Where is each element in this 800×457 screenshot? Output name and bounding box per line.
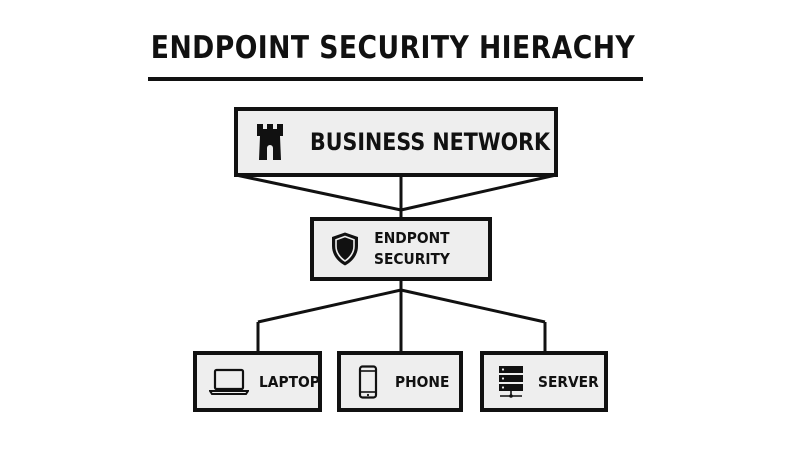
server-icon: [496, 365, 526, 399]
laptop-icon: [209, 368, 249, 396]
shield-icon: [330, 231, 360, 267]
node-endpoint-security-label-line1: ENDPONT: [374, 229, 450, 247]
castle-tower-icon: [256, 122, 284, 162]
node-phone: PHONE: [337, 351, 463, 412]
edge-network-endpoint-right: [400, 173, 557, 212]
diagram-title: ENDPOINT SECURITY HIERACHY: [150, 30, 636, 66]
node-server: SERVER: [480, 351, 608, 412]
node-endpoint-security-label: ENDPONT SECURITY: [374, 228, 450, 270]
node-endpoint-security: ENDPONT SECURITY: [310, 217, 492, 281]
node-business-network-label: BUSINESS NETWORK: [310, 128, 551, 156]
node-phone-label: PHONE: [395, 372, 450, 391]
node-business-network: BUSINESS NETWORK: [234, 107, 558, 177]
node-endpoint-security-label-line2: SECURITY: [374, 250, 450, 268]
node-server-label: SERVER: [538, 372, 599, 391]
edge-endpoint-laptop: [257, 288, 402, 324]
node-laptop: LAPTOP: [193, 351, 322, 412]
edge-network-endpoint-left: [235, 173, 402, 212]
edge-endpoint-server: [400, 288, 546, 324]
title-underline: [148, 77, 643, 81]
node-laptop-label: LAPTOP: [259, 372, 320, 391]
smartphone-icon: [357, 364, 379, 399]
